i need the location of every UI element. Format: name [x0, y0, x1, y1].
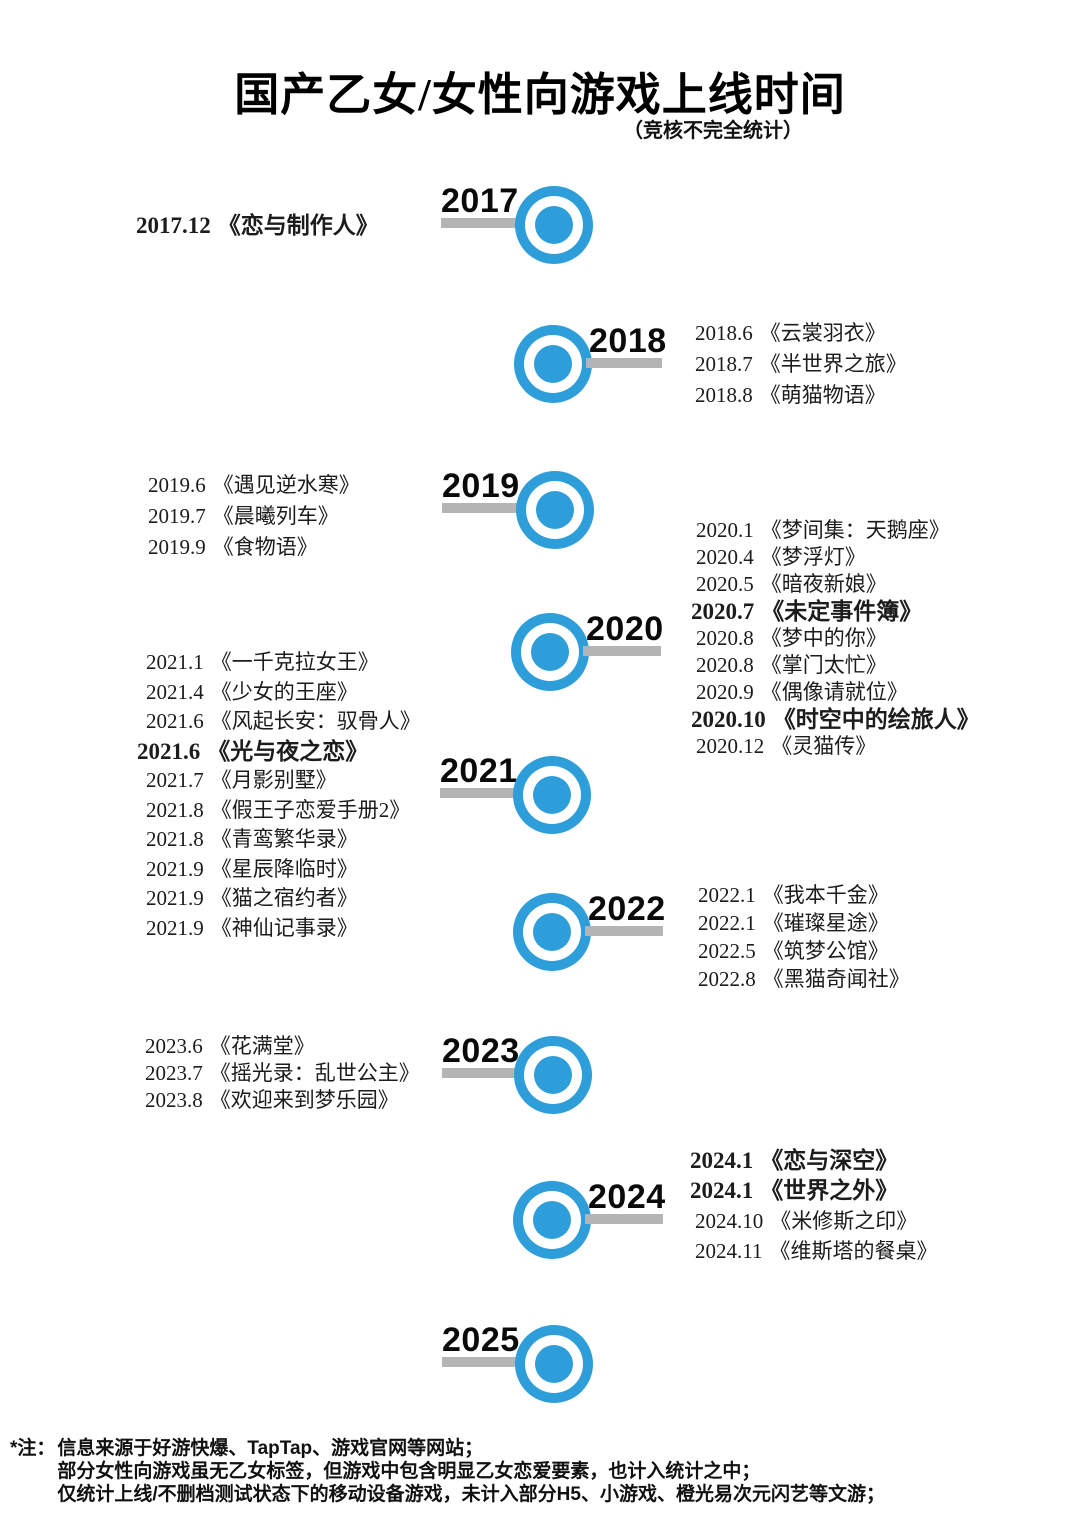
node-ring — [525, 196, 583, 254]
games-2018: 2018.6《云裳羽衣》 2018.7《半世界之旅》 2018.8《萌猫物语》 — [695, 318, 907, 411]
footnote-lines: 信息来源于好游快爆、TapTap、游戏官网等网站； 部分女性向游戏虽无乙女标签，… — [57, 1437, 885, 1506]
year-node-2025 — [515, 1325, 593, 1403]
year-label-2019: 2019 — [442, 467, 520, 505]
year-label-2018: 2018 — [589, 322, 667, 360]
timeline-bar-2021 — [440, 788, 522, 798]
game-entry: 2021.8《假王子恋爱手册2》 — [146, 797, 411, 822]
game-entry: 2022.5《筑梦公馆》 — [698, 939, 889, 963]
node-core — [531, 633, 569, 671]
game-entry: 2018.8《萌猫物语》 — [695, 383, 886, 407]
node-ring — [523, 766, 581, 824]
game-entry: 2019.9《食物语》 — [148, 535, 318, 559]
node-core — [534, 1056, 572, 1094]
year-node-2022 — [513, 893, 591, 971]
page-title: 国产乙女/女性向游戏上线时间 — [234, 70, 846, 120]
timeline-bar-2025 — [442, 1357, 524, 1367]
timeline-bar-2024 — [585, 1214, 663, 1224]
footnote: *注： 信息来源于好游快爆、TapTap、游戏官网等网站； 部分女性向游戏虽无乙… — [10, 1437, 885, 1506]
game-entry: 2020.10《时空中的绘旅人》 — [691, 707, 980, 732]
node-core — [534, 345, 572, 383]
games-2023: 2023.6《花满堂》 2023.7《摇光录：乱世公主》 2023.8《欢迎来到… — [145, 1033, 420, 1114]
game-entry: 2018.6《云裳羽衣》 — [695, 321, 886, 345]
year-label-2024: 2024 — [588, 1178, 666, 1216]
game-entry: 2020.8《梦中的你》 — [696, 626, 887, 650]
game-entry: 2020.8《掌门太忙》 — [696, 653, 887, 677]
node-core — [535, 1345, 573, 1383]
game-entry: 2021.4《少女的王座》 — [146, 679, 358, 704]
game-entry: 2024.11《维斯塔的餐桌》 — [695, 1239, 938, 1263]
node-core — [533, 913, 571, 951]
page-subtitle: （竞核不完全统计） — [623, 120, 803, 142]
game-entry: 2021.9《猫之宿约者》 — [146, 886, 358, 910]
game-entry: 2021.6《光与夜之恋》 — [137, 738, 369, 764]
node-ring — [523, 1191, 581, 1249]
year-node-2024 — [513, 1181, 591, 1259]
game-entry: 2020.9《偶像请就位》 — [696, 680, 908, 704]
game-entry: 2021.9《神仙记事录》 — [146, 915, 358, 940]
game-entry: 2020.5《暗夜新娘》 — [696, 572, 887, 596]
game-entry: 2023.6《花满堂》 — [145, 1034, 315, 1058]
year-label-2017: 2017 — [441, 182, 519, 220]
year-label-2022: 2022 — [588, 890, 666, 928]
node-ring — [523, 903, 581, 961]
node-core — [535, 206, 573, 244]
game-entry: 2023.8《欢迎来到梦乐园》 — [145, 1088, 399, 1112]
node-ring — [524, 1046, 582, 1104]
node-ring — [524, 335, 582, 393]
game-entry: 2022.8《黑猫奇闻社》 — [698, 967, 910, 991]
games-2020: 2020.1《梦间集：天鹅座》 2020.4《梦浮灯》 2020.5《暗夜新娘》… — [691, 517, 980, 760]
game-entry: 2022.1《我本千金》 — [698, 883, 889, 907]
game-entry: 2020.4《梦浮灯》 — [696, 545, 866, 569]
year-label-2023: 2023 — [442, 1032, 520, 1070]
game-entry: 2019.6《遇见逆水寒》 — [148, 473, 360, 497]
year-node-2018 — [514, 325, 592, 403]
footnote-line: 部分女性向游戏虽无乙女标签，但游戏中包含明显乙女恋爱要素，也计入统计之中； — [57, 1461, 761, 1482]
year-label-2021: 2021 — [440, 752, 518, 790]
game-entry: 2017.12《恋与制作人》 — [136, 213, 379, 238]
games-2017: 2017.12《恋与制作人》 — [136, 206, 379, 240]
footnote-prefix: *注： — [10, 1438, 56, 1459]
node-core — [533, 776, 571, 814]
game-entry: 2021.6《风起长安：驭骨人》 — [146, 709, 421, 733]
games-2024: 2024.1《恋与深空》 2024.1《世界之外》 2024.10《米修斯之印》… — [690, 1146, 938, 1266]
timeline-bar-2023 — [442, 1068, 524, 1078]
game-entry: 2021.9《星辰降临时》 — [146, 856, 358, 881]
year-node-2021 — [513, 756, 591, 834]
game-entry: 2022.1《璀璨星途》 — [698, 911, 889, 935]
game-entry: 2021.8《青鸾繁华录》 — [146, 827, 358, 851]
game-entry: 2020.12《灵猫传》 — [696, 734, 877, 758]
timeline-bar-2022 — [585, 926, 663, 936]
game-entry: 2021.1《一千克拉女王》 — [146, 650, 379, 674]
year-node-2020 — [511, 613, 589, 691]
game-entry: 2019.7《晨曦列车》 — [148, 504, 339, 528]
games-2022: 2022.1《我本千金》 2022.1《璀璨星途》 2022.5《筑梦公馆》 2… — [698, 881, 910, 993]
year-node-2019 — [516, 471, 594, 549]
games-2019: 2019.6《遇见逆水寒》 2019.7《晨曦列车》 2019.9《食物语》 — [148, 470, 360, 563]
game-entry: 2020.7《未定事件簿》 — [691, 599, 923, 624]
game-entry: 2024.1《恋与深空》 — [690, 1148, 899, 1173]
year-node-2017 — [515, 186, 593, 264]
node-ring — [525, 1335, 583, 1393]
node-core — [536, 491, 574, 529]
timeline-bar-2019 — [442, 503, 524, 513]
timeline-bar-2017 — [441, 218, 523, 228]
game-entry: 2024.1《世界之外》 — [690, 1178, 899, 1203]
year-label-2025: 2025 — [442, 1321, 520, 1359]
timeline-bar-2020 — [583, 646, 661, 656]
game-entry: 2021.7《月影别墅》 — [146, 768, 337, 792]
game-entry: 2023.7《摇光录：乱世公主》 — [145, 1061, 420, 1085]
footnote-line: 仅统计上线/不删档测试状态下的移动设备游戏，未计入部分H5、小游戏、橙光易次元闪… — [57, 1484, 885, 1505]
node-core — [533, 1201, 571, 1239]
timeline-bar-2018 — [586, 358, 662, 368]
footnote-line: 信息来源于好游快爆、TapTap、游戏官网等网站； — [57, 1438, 484, 1459]
year-node-2023 — [514, 1036, 592, 1114]
games-2021: 2021.1《一千克拉女王》 2021.4《少女的王座》 2021.6《风起长安… — [137, 648, 421, 943]
game-entry: 2024.10《米修斯之印》 — [695, 1209, 918, 1233]
node-ring — [521, 623, 579, 681]
game-entry: 2018.7《半世界之旅》 — [695, 352, 907, 376]
node-ring — [526, 481, 584, 539]
game-entry: 2020.1《梦间集：天鹅座》 — [696, 518, 950, 542]
year-label-2020: 2020 — [586, 610, 664, 648]
